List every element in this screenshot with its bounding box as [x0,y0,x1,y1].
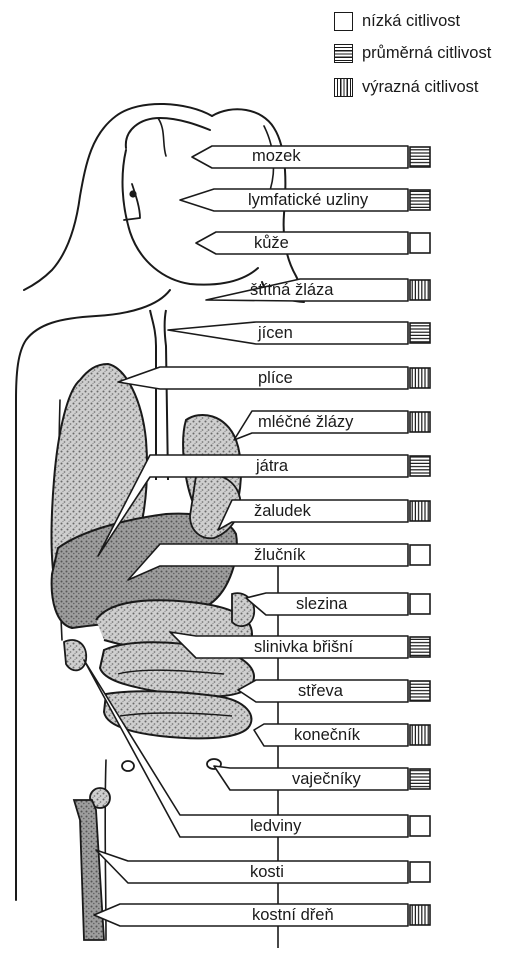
organ-label-lymfaticke-uzliny: lymfatické uzliny [248,190,368,210]
sensitivity-box-medium [410,681,430,701]
sensitivity-box-low [410,816,430,836]
leader-pointer [218,500,408,530]
sensitivity-box-low [410,233,430,253]
ovary-left [122,761,134,771]
organ-label-slinivka-brisni: slinivka břišní [254,637,353,657]
organ-label-kostni-dren: kostní dřeň [252,905,334,925]
sensitivity-box-medium [410,456,430,476]
organ-label-vajecniky: vaječníky [292,769,361,789]
organ-label-ledviny: ledviny [250,816,301,836]
organ-label-konecnik: konečník [294,725,360,745]
organ-label-plice: plíce [258,368,293,388]
organ-label-mozek: mozek [252,146,301,166]
leader-pointer [196,232,408,254]
sensitivity-box-low [410,545,430,565]
sensitivity-box-high [410,368,430,388]
organ-label-slezina: slezina [296,594,347,614]
kidney-shape [64,640,86,670]
sensitivity-box-medium [410,147,430,167]
organ-label-kosti: kosti [250,862,284,882]
legend-box-medium [334,44,353,63]
legend-box-low [334,12,353,31]
sensitivity-box-medium [410,190,430,210]
sensitivity-box-medium [410,769,430,789]
sensitivity-box-high [410,280,430,300]
sensitivity-box-low [410,862,430,882]
eye-dot [129,190,136,197]
organ-label-streva: střeva [298,681,343,701]
organ-label-zaludek: žaludek [254,501,311,521]
legend-label-low: nízká citlivost [362,10,460,32]
sensitivity-box-high [410,905,430,925]
organ-label-mlecne-zlazy: mléčné žlázy [258,412,353,432]
organ-label-zlucnik: žlučník [254,545,305,565]
legend-label-medium: průměrná citlivost [362,42,491,64]
sensitivity-box-medium [410,637,430,657]
organ-label-jicen: jícen [258,323,293,343]
organ-label-jatra: játra [256,456,288,476]
organ-label-stitna-zlaza: štítná žláza [250,280,333,300]
sensitivity-box-low [410,594,430,614]
sensitivity-box-high [410,501,430,521]
sensitivity-box-high [410,725,430,745]
leader-pointer [94,904,408,926]
legend-label-high: výrazná citlivost [362,76,478,98]
legend-box-high [334,78,353,97]
sensitivity-box-high [410,412,430,432]
sensitivity-box-medium [410,323,430,343]
organ-label-kuze: kůže [254,233,289,253]
